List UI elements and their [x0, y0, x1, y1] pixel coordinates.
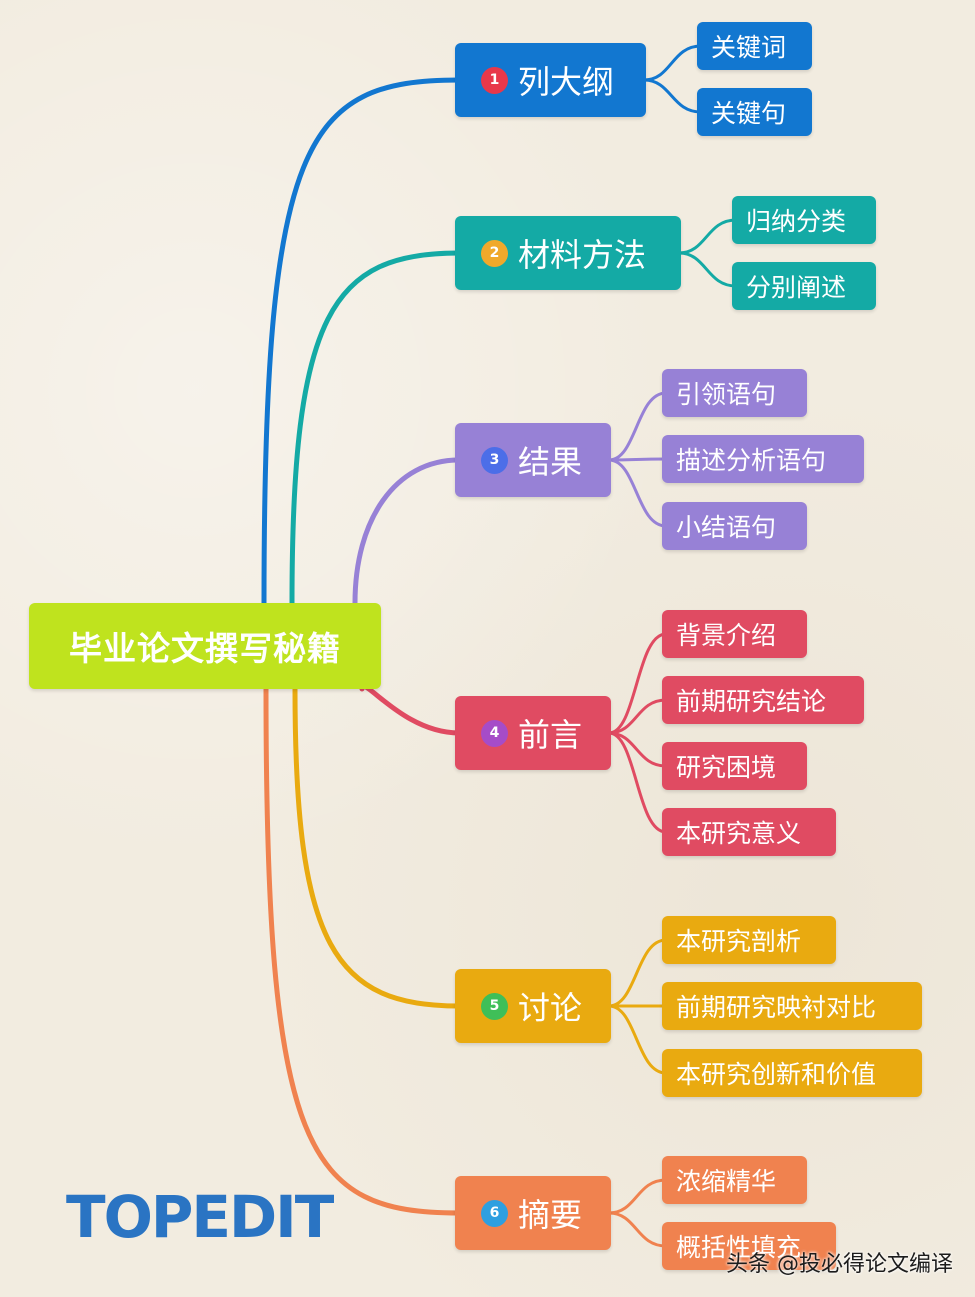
source-watermark: 头条 @投必得论文编译: [726, 1252, 953, 1277]
branch-node-6: 6 摘要: [455, 1176, 611, 1250]
branch-number-badge: 3: [481, 446, 508, 474]
branch-number-badge: 1: [481, 66, 508, 94]
branch-label: 前言: [518, 716, 583, 754]
connector-root-to-branch-3: [352, 457, 462, 606]
branch-node-4: 4 前言: [455, 696, 611, 770]
leaf-node: 背景介绍: [662, 610, 807, 658]
leaf-node: 小结语句: [662, 502, 807, 550]
branch-number-badge: 6: [481, 1199, 508, 1227]
leaf-node: 归纳分类: [732, 196, 876, 244]
branch-node-2: 2 材料方法: [455, 216, 681, 290]
connector-branch-2-leaf-2: [677, 251, 738, 288]
leaf-node: 本研究意义: [662, 808, 836, 856]
connector-root-to-branch-1: [261, 77, 462, 606]
connector-branch-2-leaf-1: [677, 218, 738, 255]
connector-root-to-branch-5: [292, 686, 462, 1009]
branch-label: 摘要: [518, 1196, 583, 1234]
branch-node-5: 5 讨论: [455, 969, 611, 1043]
connector-branch-4-leaf-2: [607, 698, 668, 735]
branch-label: 材料方法: [518, 236, 647, 274]
branch-label: 讨论: [518, 989, 583, 1027]
leaf-node: 浓缩精华: [662, 1156, 807, 1204]
connector-root-to-branch-2: [289, 250, 462, 606]
connector-branch-4-leaf-4: [607, 731, 668, 834]
leaf-node: 概括性填充: [662, 1222, 836, 1270]
branch-number-badge: 5: [481, 992, 508, 1020]
connector-branch-4-leaf-3: [607, 731, 668, 768]
branch-number-badge: 4: [481, 719, 508, 747]
connector-branch-5-leaf-1: [607, 938, 668, 1008]
root-label: 毕业论文撰写秘籍: [69, 629, 341, 668]
root-node: 毕业论文撰写秘籍: [29, 603, 381, 689]
leaf-node: 分别阐述: [732, 262, 876, 310]
connector-branch-6-leaf-1: [607, 1178, 668, 1215]
leaf-node: 本研究创新和价值: [662, 1049, 922, 1097]
leaf-node: 研究困境: [662, 742, 807, 790]
connector-branch-1-leaf-2: [642, 78, 703, 114]
connector-root-to-branch-6: [263, 686, 462, 1216]
leaf-node: 描述分析语句: [662, 435, 864, 483]
connector-branch-4-leaf-1: [607, 632, 668, 735]
connector-branch-1-leaf-1: [642, 44, 703, 82]
connector-branch-3-leaf-1: [607, 391, 668, 462]
leaf-node: 引领语句: [662, 369, 807, 417]
connector-branch-6-leaf-2: [607, 1211, 668, 1248]
connector-branch-5-leaf-3: [607, 1004, 668, 1075]
branch-label: 结果: [518, 443, 583, 481]
leaf-node: 前期研究映衬对比: [662, 982, 922, 1030]
branch-node-1: 1 列大纲: [455, 43, 646, 117]
connector-branch-3-leaf-3: [607, 458, 668, 528]
branch-number-badge: 2: [481, 239, 508, 267]
leaf-node: 关键词: [697, 22, 812, 70]
leaf-node: 前期研究结论: [662, 676, 864, 724]
leaf-node: 本研究剖析: [662, 916, 836, 964]
topedit-logo: TOPEDIT: [66, 1183, 334, 1251]
branch-label: 列大纲: [518, 63, 615, 101]
leaf-node: 关键句: [697, 88, 812, 136]
branch-node-3: 3 结果: [455, 423, 611, 497]
